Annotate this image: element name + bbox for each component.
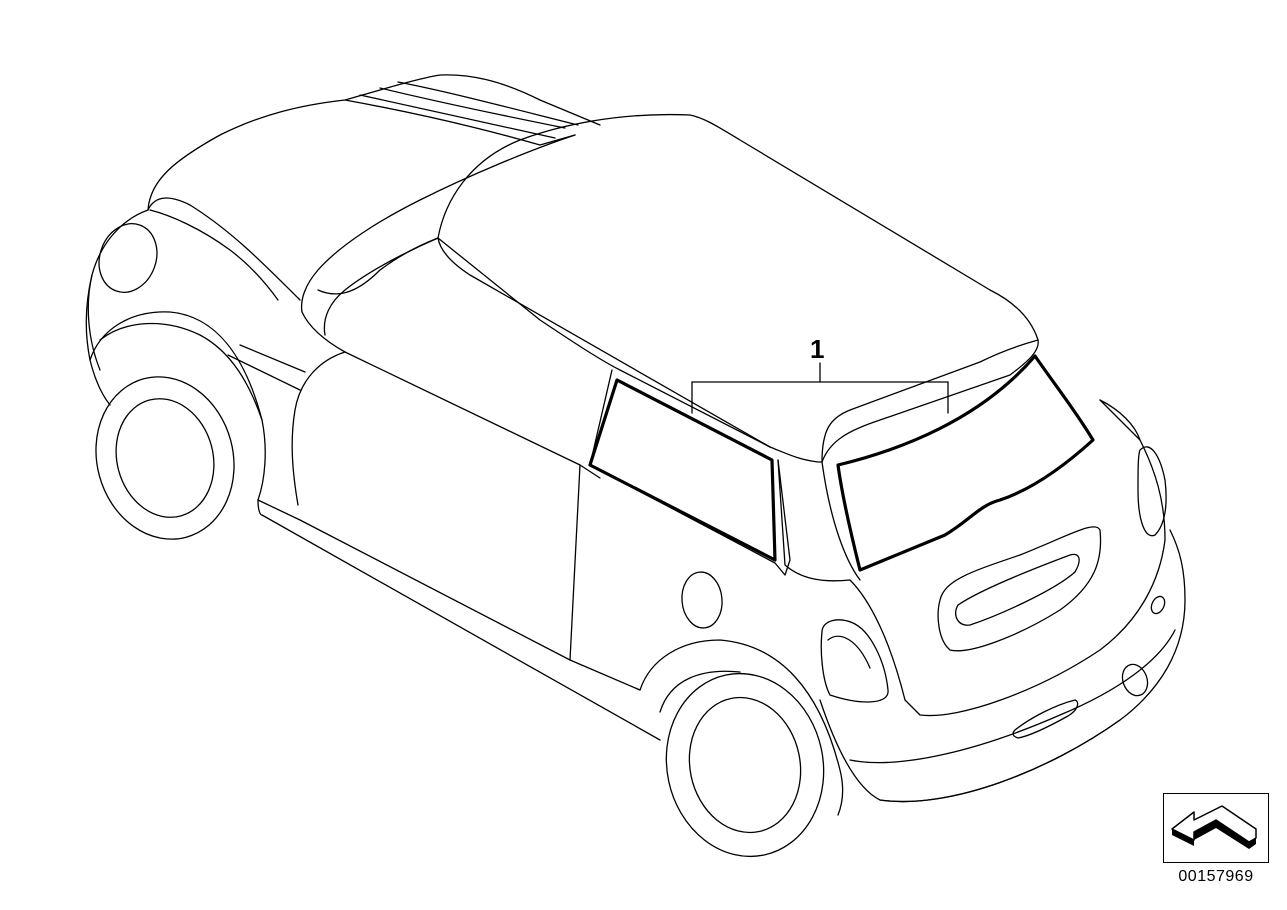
roof-rear-edge — [437, 237, 771, 448]
reference-number: 00157969 — [1178, 868, 1254, 885]
door-rear-edge — [569, 464, 581, 661]
side-marker — [1150, 595, 1166, 615]
front-wheel-outer — [95, 376, 235, 540]
front-bumper — [85, 274, 111, 406]
b-pillar-base-2 — [239, 344, 306, 373]
windshield-upper — [300, 134, 576, 313]
hood-vent — [149, 209, 279, 301]
sill-lower — [261, 514, 661, 741]
c-pillar — [777, 459, 851, 582]
callout-1: 1 — [691, 334, 949, 414]
callout-label: 1 — [810, 334, 824, 364]
hood-crease-2 — [359, 94, 556, 139]
sill-base — [257, 499, 263, 516]
exhaust-pipe — [1121, 663, 1149, 697]
arrow-direction-icon — [1171, 805, 1257, 849]
rear-corner-right — [1099, 399, 1141, 441]
front-wheel-arch — [89, 311, 266, 501]
windshield-lower — [323, 237, 439, 336]
hood-outline — [147, 74, 601, 301]
b-pillar-base — [227, 354, 301, 391]
rear-wheel-arch — [639, 639, 844, 816]
rear-body-outline — [849, 399, 1166, 717]
headlight — [98, 223, 158, 293]
hood-crease-3 — [379, 87, 566, 129]
roof-outline — [437, 113, 1039, 463]
tail-light-right — [1137, 446, 1167, 537]
roof-rear-curve — [821, 339, 1039, 463]
rear-wheel-inner — [688, 696, 802, 834]
license-plate — [937, 526, 1102, 652]
door-outline — [291, 351, 346, 506]
side-body-top — [344, 351, 601, 479]
front-wheel-inner — [115, 398, 215, 518]
front-wheel-arch-2 — [99, 322, 263, 421]
glass-parts-highlight — [588, 354, 1095, 572]
rear-bumper-2 — [849, 629, 1176, 764]
rear-bumper-lip — [879, 719, 1121, 803]
rear-bumper — [819, 529, 1186, 803]
tail-light-left-inner — [827, 635, 871, 669]
rear-tailgate — [821, 461, 861, 581]
lower-sill — [257, 499, 641, 691]
hood-stripe — [397, 81, 579, 126]
license-plate-inner — [955, 553, 1080, 626]
tail-light-left — [820, 619, 889, 703]
side-window-glass — [588, 378, 777, 562]
rear-wheel-arch-2 — [659, 670, 741, 713]
rear-wheel-outer — [665, 672, 825, 858]
a-pillar — [301, 311, 346, 353]
front-fender — [87, 209, 149, 371]
fuel-cap — [681, 571, 723, 629]
orientation-box — [1163, 793, 1269, 863]
rear-window-glass — [836, 354, 1095, 572]
rear-reflector — [1012, 699, 1079, 739]
hood-crease-1 — [344, 99, 576, 146]
car-body — [85, 74, 1186, 858]
windshield-frame — [317, 237, 439, 295]
